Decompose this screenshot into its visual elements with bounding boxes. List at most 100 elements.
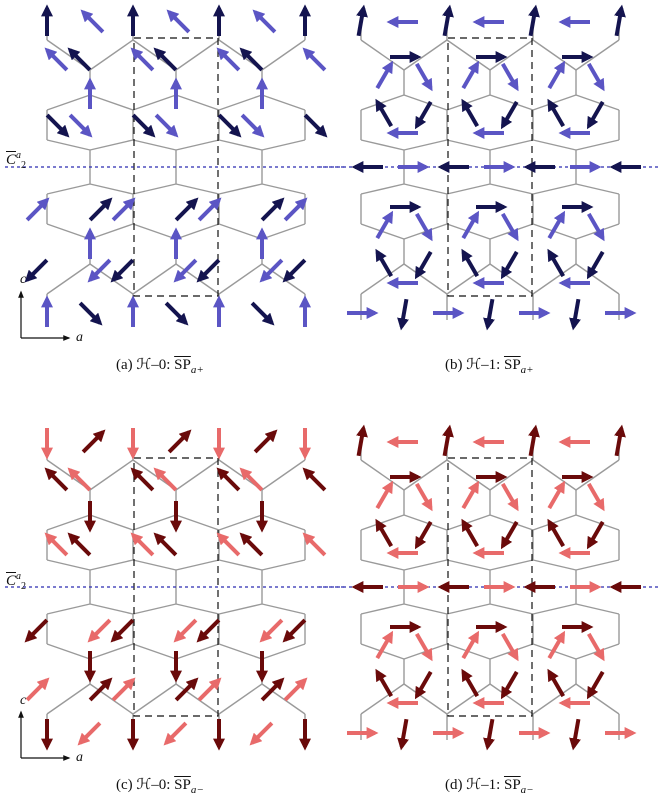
lattice-bond [46, 643, 91, 660]
lattice-bond [360, 183, 405, 195]
lattice-bond [46, 223, 91, 240]
lattice-bond [89, 643, 134, 660]
spin-arrow [163, 721, 188, 746]
lattice-bond [261, 223, 306, 240]
lattice-bond [446, 263, 491, 295]
spin-arrow [174, 677, 199, 702]
spin-arrow [461, 518, 479, 548]
panel-a-diagram [5, 4, 347, 341]
lattice-bond [532, 459, 577, 491]
spin-arrow [547, 60, 566, 90]
lattice-bond [403, 514, 448, 531]
lattice-bond [575, 514, 620, 531]
lattice-bond [89, 39, 134, 71]
lattice-bond [575, 559, 620, 571]
spin-arrow [500, 520, 519, 550]
spin-arrow [111, 677, 136, 702]
lattice-bond [489, 514, 534, 531]
spin-arrow [528, 424, 540, 457]
spin-arrow [586, 520, 605, 550]
spin-arrow [501, 212, 519, 242]
spin-arrows [347, 4, 641, 331]
spin-arrow [77, 721, 102, 746]
panel-b-diagram [319, 4, 661, 331]
lattice-bond [403, 603, 448, 615]
lattice-bond [261, 39, 306, 71]
spin-arrow [87, 258, 112, 283]
lattice-bond [132, 683, 177, 715]
lattice-bond [132, 139, 177, 151]
spin-arrow [415, 482, 433, 512]
spin-arrow [375, 630, 394, 660]
spin-arrow [259, 258, 284, 283]
spin-arrow [356, 4, 368, 37]
spin-arrow [25, 677, 50, 702]
lattice-bond [261, 183, 306, 195]
spin-arrow [131, 113, 156, 138]
spin-arrow [397, 718, 409, 751]
lattice-bond [89, 683, 134, 715]
panel-c-axis-c-label: c [20, 693, 27, 708]
spin-arrow [88, 197, 113, 222]
lattice-bond [218, 514, 263, 531]
spin-arrow [569, 718, 581, 751]
spin-arrow [375, 480, 394, 510]
lattice-bond [532, 559, 577, 571]
spin-arrow [587, 482, 605, 512]
lattice-bond [403, 459, 448, 491]
lattice-bond [403, 183, 448, 195]
lattice-bond [489, 603, 534, 615]
lattice-bond [218, 603, 263, 615]
lattice-bond [218, 223, 263, 240]
spin-arrow [500, 670, 519, 700]
panel-d-caption: (d) ℋ–1: SPa− [445, 777, 534, 796]
spin-arrow [414, 520, 433, 550]
spin-arrow [375, 518, 393, 548]
lattice-bond [89, 223, 134, 240]
spin-arrow [80, 9, 105, 34]
spin-arrow [167, 429, 192, 454]
lattice-bond [218, 683, 263, 715]
spin-arrow [461, 248, 479, 278]
spin-arrow [196, 258, 221, 283]
lattice-bond [132, 643, 177, 660]
lattice-bond [175, 643, 220, 660]
lattice-bond [446, 39, 491, 71]
spin-arrow [239, 467, 264, 492]
spin-arrow [67, 532, 92, 557]
lattice-bond [575, 39, 620, 71]
spin-arrow [24, 618, 49, 643]
lattice-bond [261, 139, 306, 151]
spin-arrow [547, 668, 565, 698]
lattice-bond [446, 559, 491, 571]
spin-arrow [130, 532, 155, 557]
spin-arrow [44, 467, 69, 492]
spin-arrow [239, 47, 264, 72]
lattice-bond [218, 94, 263, 111]
lattice-bond [175, 39, 220, 71]
lattice-bond [46, 683, 91, 715]
spin-arrow [586, 670, 605, 700]
panel-c-diagram [5, 428, 347, 761]
spin-arrow [283, 677, 308, 702]
lattice-bond [132, 603, 177, 615]
lattice-bond [175, 459, 220, 491]
lattice-bond [132, 514, 177, 531]
lattice-bond [175, 139, 220, 151]
spin-arrow [587, 212, 605, 242]
spin-arrow [375, 668, 393, 698]
spin-arrow [414, 100, 433, 130]
spin-arrow [414, 670, 433, 700]
lattice-bond [175, 223, 220, 240]
spin-arrow [302, 532, 327, 557]
spin-arrow [250, 301, 275, 326]
spin-arrow [375, 98, 393, 128]
spin-arrow [260, 677, 285, 702]
panel-a-caption: (a) ℋ–0: SPa+ [116, 357, 204, 376]
spin-arrow [375, 248, 393, 278]
spin-arrow [110, 258, 135, 283]
spin-arrow [547, 518, 565, 548]
lattice-bond [132, 223, 177, 240]
spin-arrow [461, 480, 480, 510]
panel-c-caption: (c) ℋ–0: SPa− [116, 777, 204, 796]
